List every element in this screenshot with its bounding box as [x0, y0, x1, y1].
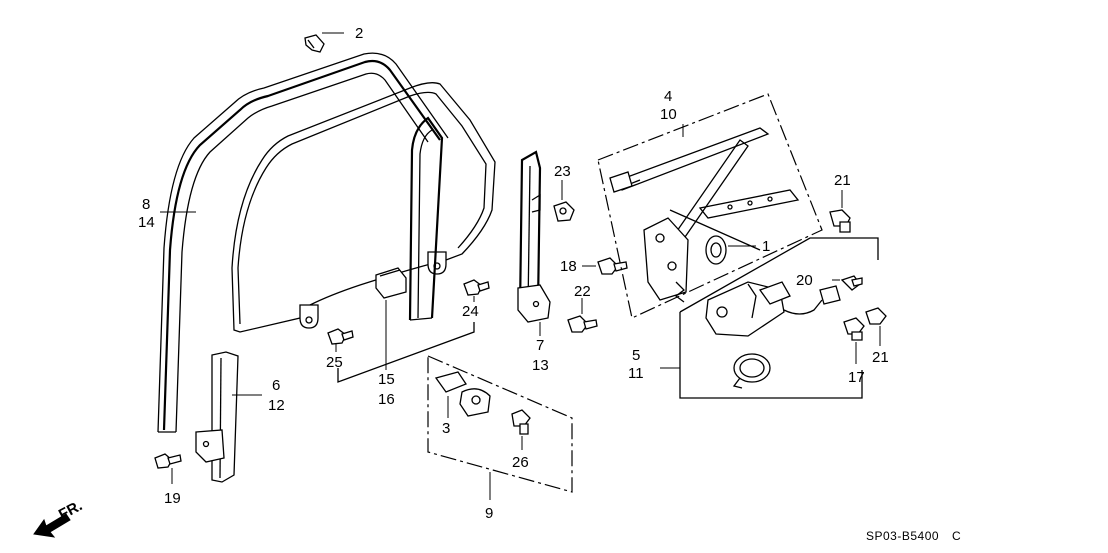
part-3	[434, 371, 491, 418]
roller-1	[705, 235, 756, 265]
bolt-20	[832, 275, 863, 291]
callout-15: 15	[378, 371, 395, 388]
bolt-18	[582, 257, 628, 275]
nut-23	[553, 180, 575, 222]
diagram-revision: C	[952, 529, 961, 543]
callout-10: 10	[660, 106, 677, 123]
rear-lower-channel	[195, 351, 262, 483]
center-run-channel	[375, 116, 444, 321]
motor-group-box	[660, 237, 879, 399]
door-glass	[231, 82, 496, 333]
callout-21-upper: 21	[834, 172, 851, 189]
callout-11: 11	[628, 365, 644, 382]
callout-4: 4	[664, 88, 672, 105]
rear-run-channel	[517, 150, 551, 336]
window-regulator	[609, 127, 800, 303]
callout-5: 5	[632, 347, 640, 364]
bolt-24	[463, 279, 490, 302]
callout-23: 23	[554, 163, 571, 180]
callout-20: 20	[796, 272, 813, 289]
regulator-group-box	[597, 93, 823, 319]
bolt-21-upper	[829, 190, 851, 233]
bolt-19	[154, 453, 182, 484]
callout-7: 7	[536, 337, 544, 354]
callout-26: 26	[512, 454, 529, 471]
lower-group-box	[427, 355, 573, 500]
callout-labels: 2 8 14 23 4 10 21 1 18 20 22 24 25 7 13 …	[138, 25, 889, 522]
callout-6: 6	[272, 377, 280, 394]
callout-16: 16	[378, 391, 395, 408]
callout-14: 14	[138, 214, 155, 231]
callout-18: 18	[560, 258, 577, 275]
front-direction-arrow: FR.	[33, 497, 85, 538]
callout-9: 9	[485, 505, 493, 522]
diagram-code-text: SP03-B5400	[866, 529, 939, 543]
clamp-ring	[732, 353, 771, 389]
callout-8: 8	[142, 196, 150, 213]
callout-1: 1	[762, 238, 770, 255]
callout-13: 13	[532, 357, 549, 374]
callout-2: 2	[355, 25, 363, 42]
door-sash-channel	[157, 52, 449, 433]
bolt-17	[843, 317, 865, 364]
callout-21-lower: 21	[872, 349, 889, 366]
bolt-26	[511, 409, 531, 450]
callout-12: 12	[268, 397, 285, 414]
regulator-motor	[705, 281, 841, 337]
bolt-21-lower	[865, 307, 887, 346]
callout-19: 19	[164, 490, 181, 507]
callout-24: 24	[462, 303, 479, 320]
bolt-22	[567, 298, 598, 333]
callout-3: 3	[442, 420, 450, 437]
diagram-code: SP03-B5400 C	[866, 529, 961, 543]
callout-17: 17	[848, 369, 865, 386]
callout-25: 25	[326, 354, 343, 371]
clip-2	[304, 32, 344, 53]
callout-22: 22	[574, 283, 591, 300]
glass-bracket-line	[337, 300, 475, 383]
bolt-25	[327, 328, 354, 352]
